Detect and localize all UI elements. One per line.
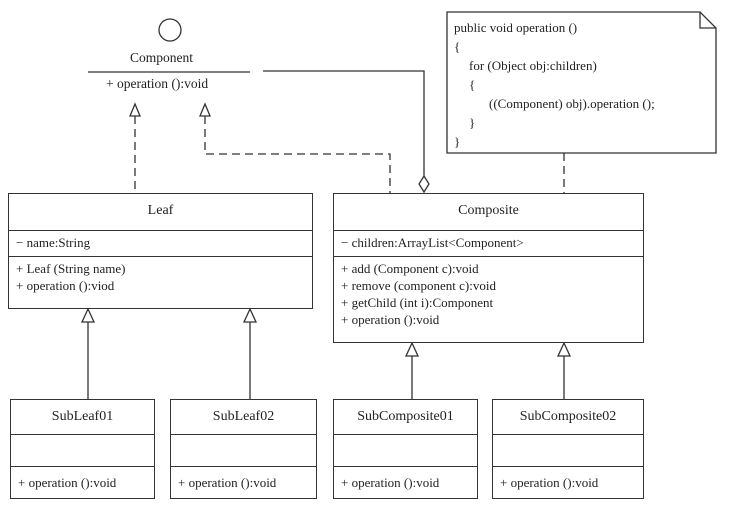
subleaf02-name: SubLeaf02	[212, 409, 275, 424]
note-line: {	[469, 77, 476, 92]
leaf-attributes: − name:String	[9, 230, 312, 256]
subleaf01-name: SubLeaf01	[51, 409, 114, 424]
aggregation-connector	[263, 70, 430, 194]
subleaf02-method: + operation ():void	[178, 475, 277, 490]
leaf-method: + operation ():viod	[16, 278, 115, 293]
composite-method: + add (Component c):void	[341, 261, 479, 276]
note-line: {	[454, 39, 461, 54]
component-operation: + operation ():void	[106, 76, 209, 91]
subcomposite02-name: SubComposite02	[519, 409, 617, 424]
subleaf02-methods: + operation ():void	[171, 466, 316, 498]
subcomposite01-method: + operation ():void	[341, 475, 440, 490]
note-shape	[446, 11, 717, 154]
component-name: Component	[130, 50, 193, 65]
composite-methods: + add (Component c):void + remove (compo…	[334, 256, 643, 342]
subcomposite02-methods: + operation ():void	[493, 466, 643, 498]
leaf-class-name: Leaf	[147, 203, 174, 218]
composite-method: + getChild (int i):Component	[341, 295, 494, 310]
interface-circle-icon	[158, 18, 182, 42]
composite-attribute: − children:ArrayList<Component>	[341, 235, 524, 250]
subcomposite02-attributes	[493, 434, 643, 466]
leaf-method: + Leaf (String name)	[16, 261, 126, 276]
subleaf01-method: + operation ():void	[18, 475, 117, 490]
composite-class-name: Composite	[458, 203, 519, 218]
note-line: public void operation ()	[454, 20, 578, 35]
subcomposite01-inheritance	[404, 341, 420, 399]
subleaf02-class: SubLeaf02 + operation ():void	[170, 399, 317, 499]
leaf-realization-connector	[129, 102, 141, 193]
leaf-attribute: − name:String	[16, 235, 91, 250]
note-line: ((Component) obj).operation ();	[489, 96, 655, 111]
composite-attributes: − children:ArrayList<Component>	[334, 230, 643, 256]
leaf-class: Leaf − name:String + Leaf (String name) …	[8, 193, 313, 309]
subcomposite01-attributes	[334, 434, 477, 466]
subleaf01-methods: + operation ():void	[11, 466, 154, 498]
composite-class: Composite − children:ArrayList<Component…	[333, 193, 644, 343]
note-line: }	[469, 115, 476, 130]
subcomposite02-inheritance	[556, 341, 572, 399]
subleaf02-attributes	[171, 434, 316, 466]
subcomposite01-methods: + operation ():void	[334, 466, 477, 498]
subleaf01-inheritance	[80, 307, 96, 399]
composite-method: + operation ():void	[341, 312, 440, 327]
composite-realization-connector	[199, 102, 391, 193]
note-fold-icon	[699, 12, 716, 29]
note-line: }	[454, 134, 461, 149]
composite-method: + remove (component c):void	[341, 278, 496, 293]
aggregation-diamond-icon	[418, 174, 430, 194]
subcomposite02-class: SubComposite02 + operation ():void	[492, 399, 644, 499]
note-line: for (Object obj:children)	[469, 58, 597, 73]
subcomposite01-name: SubComposite01	[357, 409, 454, 424]
subcomposite02-method: + operation ():void	[500, 475, 599, 490]
subleaf01-attributes	[11, 434, 154, 466]
subleaf01-class: SubLeaf01 + operation ():void	[10, 399, 155, 499]
subleaf02-inheritance	[242, 307, 258, 399]
subcomposite01-class: SubComposite01 + operation ():void	[333, 399, 478, 499]
code-note: public void operation () { for (Object o…	[447, 12, 716, 153]
leaf-methods: + Leaf (String name) + operation ():viod	[9, 256, 312, 308]
